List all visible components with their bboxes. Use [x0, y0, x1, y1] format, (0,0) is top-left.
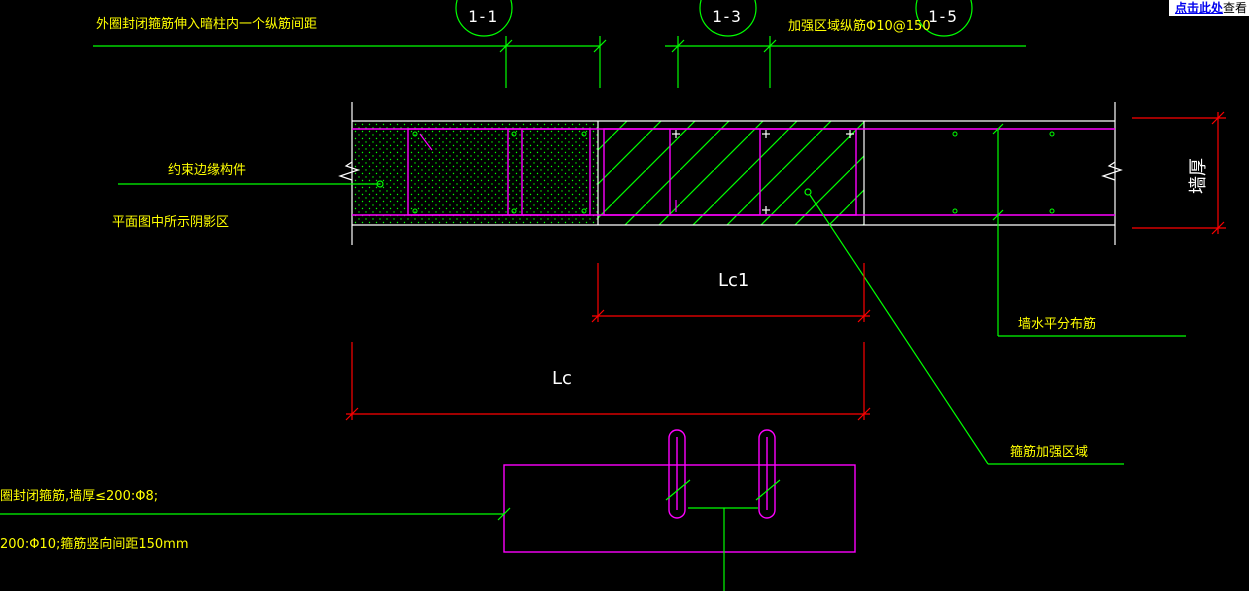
dimension-lc1 [591, 263, 871, 323]
grid-bubble-label-1: 1-1 [468, 7, 497, 26]
note-top-left: 外圈封闭箍筋伸入暗柱内一个纵筋间距 [96, 16, 317, 32]
grid-bubble-group [455, 0, 973, 37]
grid-bubble-3 [915, 0, 973, 37]
label-lc1: Lc1 [718, 270, 749, 291]
stirrup-zone-leader [804, 188, 1124, 465]
view-link-suffix: 查看 [1222, 1, 1247, 15]
grid-bubble-1 [455, 0, 513, 37]
top-leaders [93, 36, 1026, 88]
label-wall-thickness: 墙厚 [1188, 158, 1209, 194]
stirrup-detail [503, 429, 856, 553]
label-stirrup-zone: 箍筋加强区域 [1010, 444, 1088, 460]
dimension-lc [345, 342, 871, 421]
wall-plan [338, 102, 1123, 245]
label-lc: Lc [552, 368, 572, 389]
stirrup-detail-leaders [0, 479, 781, 591]
dotted-zone [352, 121, 598, 225]
note-top-right: 加强区域纵筋Φ10@150 [788, 18, 931, 34]
note-line-1: 圈封闭箍筋,墙厚≤200:Φ8; [0, 488, 158, 504]
note-line-2: 200:Φ10;箍筋竖向间距150mm [0, 536, 189, 552]
grid-bubble-label-2: 1-3 [712, 7, 741, 26]
label-shaded-area: 平面图中所示阴影区 [112, 215, 229, 230]
horizontal-rebar-leader [992, 123, 1186, 337]
grid-bubble-2 [699, 0, 757, 37]
label-horizontal-rebar: 墙水平分布筋 [1018, 316, 1096, 332]
wall-thickness-dim [1132, 111, 1226, 235]
corner-link-badge: 点击此处查看 [1168, 0, 1249, 16]
view-link[interactable]: 点击此处 [1174, 1, 1223, 15]
grid-bubble-label-3: 1-5 [928, 7, 957, 26]
label-constrained-member: 约束边缘构件 [168, 163, 246, 178]
left-leaders [118, 180, 384, 188]
hatched-zone [598, 121, 864, 225]
